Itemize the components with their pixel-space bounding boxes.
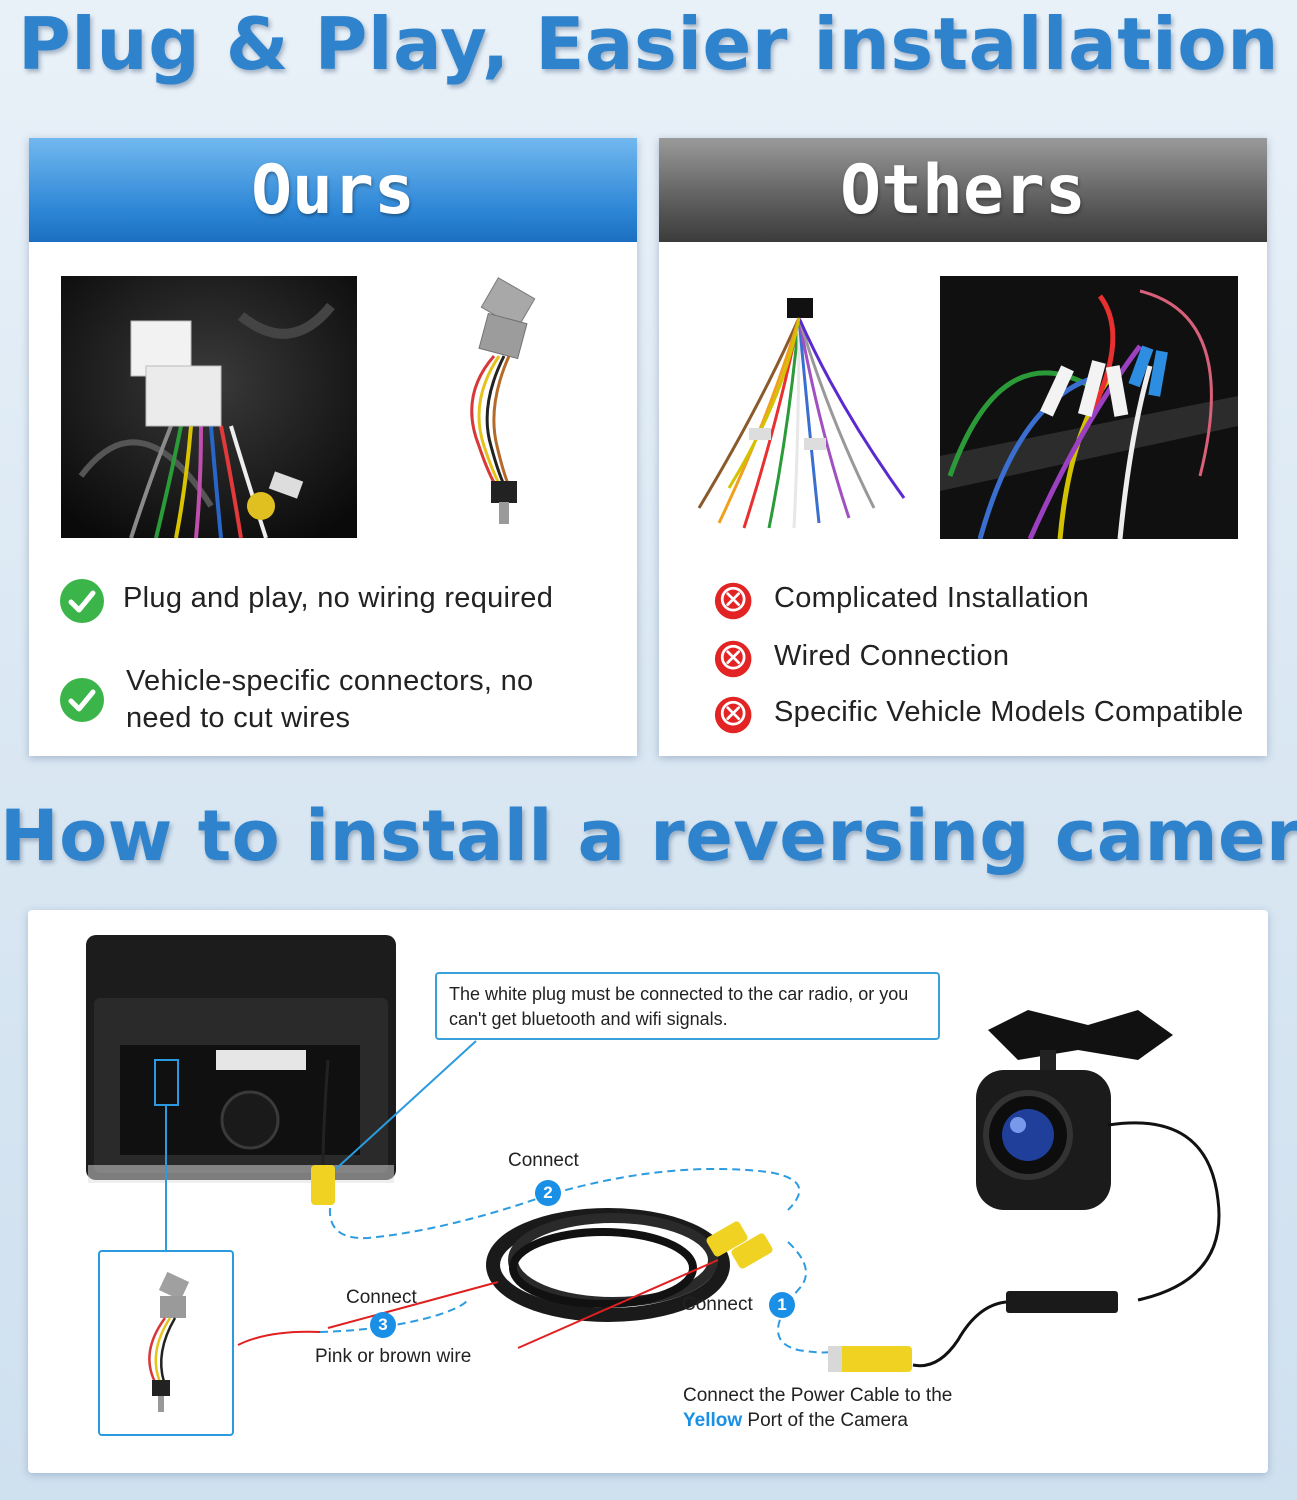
red-x-icon [714, 582, 752, 620]
reversing-camera [976, 1010, 1221, 1302]
ours-feature-1: Plug and play, no wiring required [59, 578, 553, 624]
headline-plug-and-play: Plug & Play, Easier installation [17, 2, 1280, 86]
ours-installed-harness-photo [61, 276, 357, 538]
step-badge-3: 3 [370, 1312, 396, 1338]
green-check-icon [60, 579, 104, 623]
ours-harness-cable [470, 277, 536, 524]
others-feature-1-text: Complicated Installation [774, 582, 1090, 614]
others-feature-3: Specific Vehicle Models Compatible [714, 694, 1244, 736]
connect-label-2: Connect [508, 1150, 579, 1171]
red-x-icon [714, 640, 752, 678]
extension-cable-coil [327, 1208, 773, 1349]
harness-cable-small [148, 1271, 190, 1412]
others-card: Others [659, 138, 1267, 756]
step-badge-2: 2 [535, 1180, 561, 1206]
connect-label-1: Connect [682, 1294, 753, 1315]
pink-brown-wire-label: Pink or brown wire [315, 1346, 472, 1367]
harness-callout-box [98, 1250, 234, 1436]
others-loose-wires [697, 298, 906, 529]
power-cable-line2: Yellow Port of the Camera [683, 1410, 908, 1432]
others-messy-wiring-photo [940, 276, 1238, 539]
others-feature-2-text: Wired Connection [774, 640, 1010, 672]
others-feature-3-text: Specific Vehicle Models Compatible [774, 696, 1244, 728]
headline-install-camera: How to install a reversing camera [0, 795, 1297, 877]
white-plug-note: The white plug must be connected to the … [435, 972, 940, 1040]
ours-card: Ours [29, 138, 637, 756]
ours-feature-2-text: Vehicle-specific connectors, no need to … [126, 665, 534, 734]
green-check-icon [60, 678, 104, 722]
connect-label-3: Connect [346, 1287, 417, 1308]
connection-lines [86, 935, 1221, 1372]
ours-feature-1-text: Plug and play, no wiring required [123, 582, 554, 614]
step-badge-1: 1 [769, 1292, 795, 1318]
yellow-word: Yellow [683, 1410, 743, 1431]
car-radio-unit [86, 935, 396, 1183]
install-diagram: The white plug must be connected to the … [28, 910, 1268, 1473]
power-cable-line1: Connect the Power Cable to the [683, 1385, 953, 1406]
red-x-icon [714, 696, 752, 734]
ours-feature-2: Vehicle-specific connectors, no need to … [59, 663, 599, 737]
others-title: Others [659, 138, 1267, 242]
ours-title: Ours [29, 138, 637, 242]
others-feature-1: Complicated Installation [714, 580, 1089, 622]
power-cable-rest: Port of the Camera [742, 1410, 908, 1431]
others-feature-2: Wired Connection [714, 638, 1009, 680]
